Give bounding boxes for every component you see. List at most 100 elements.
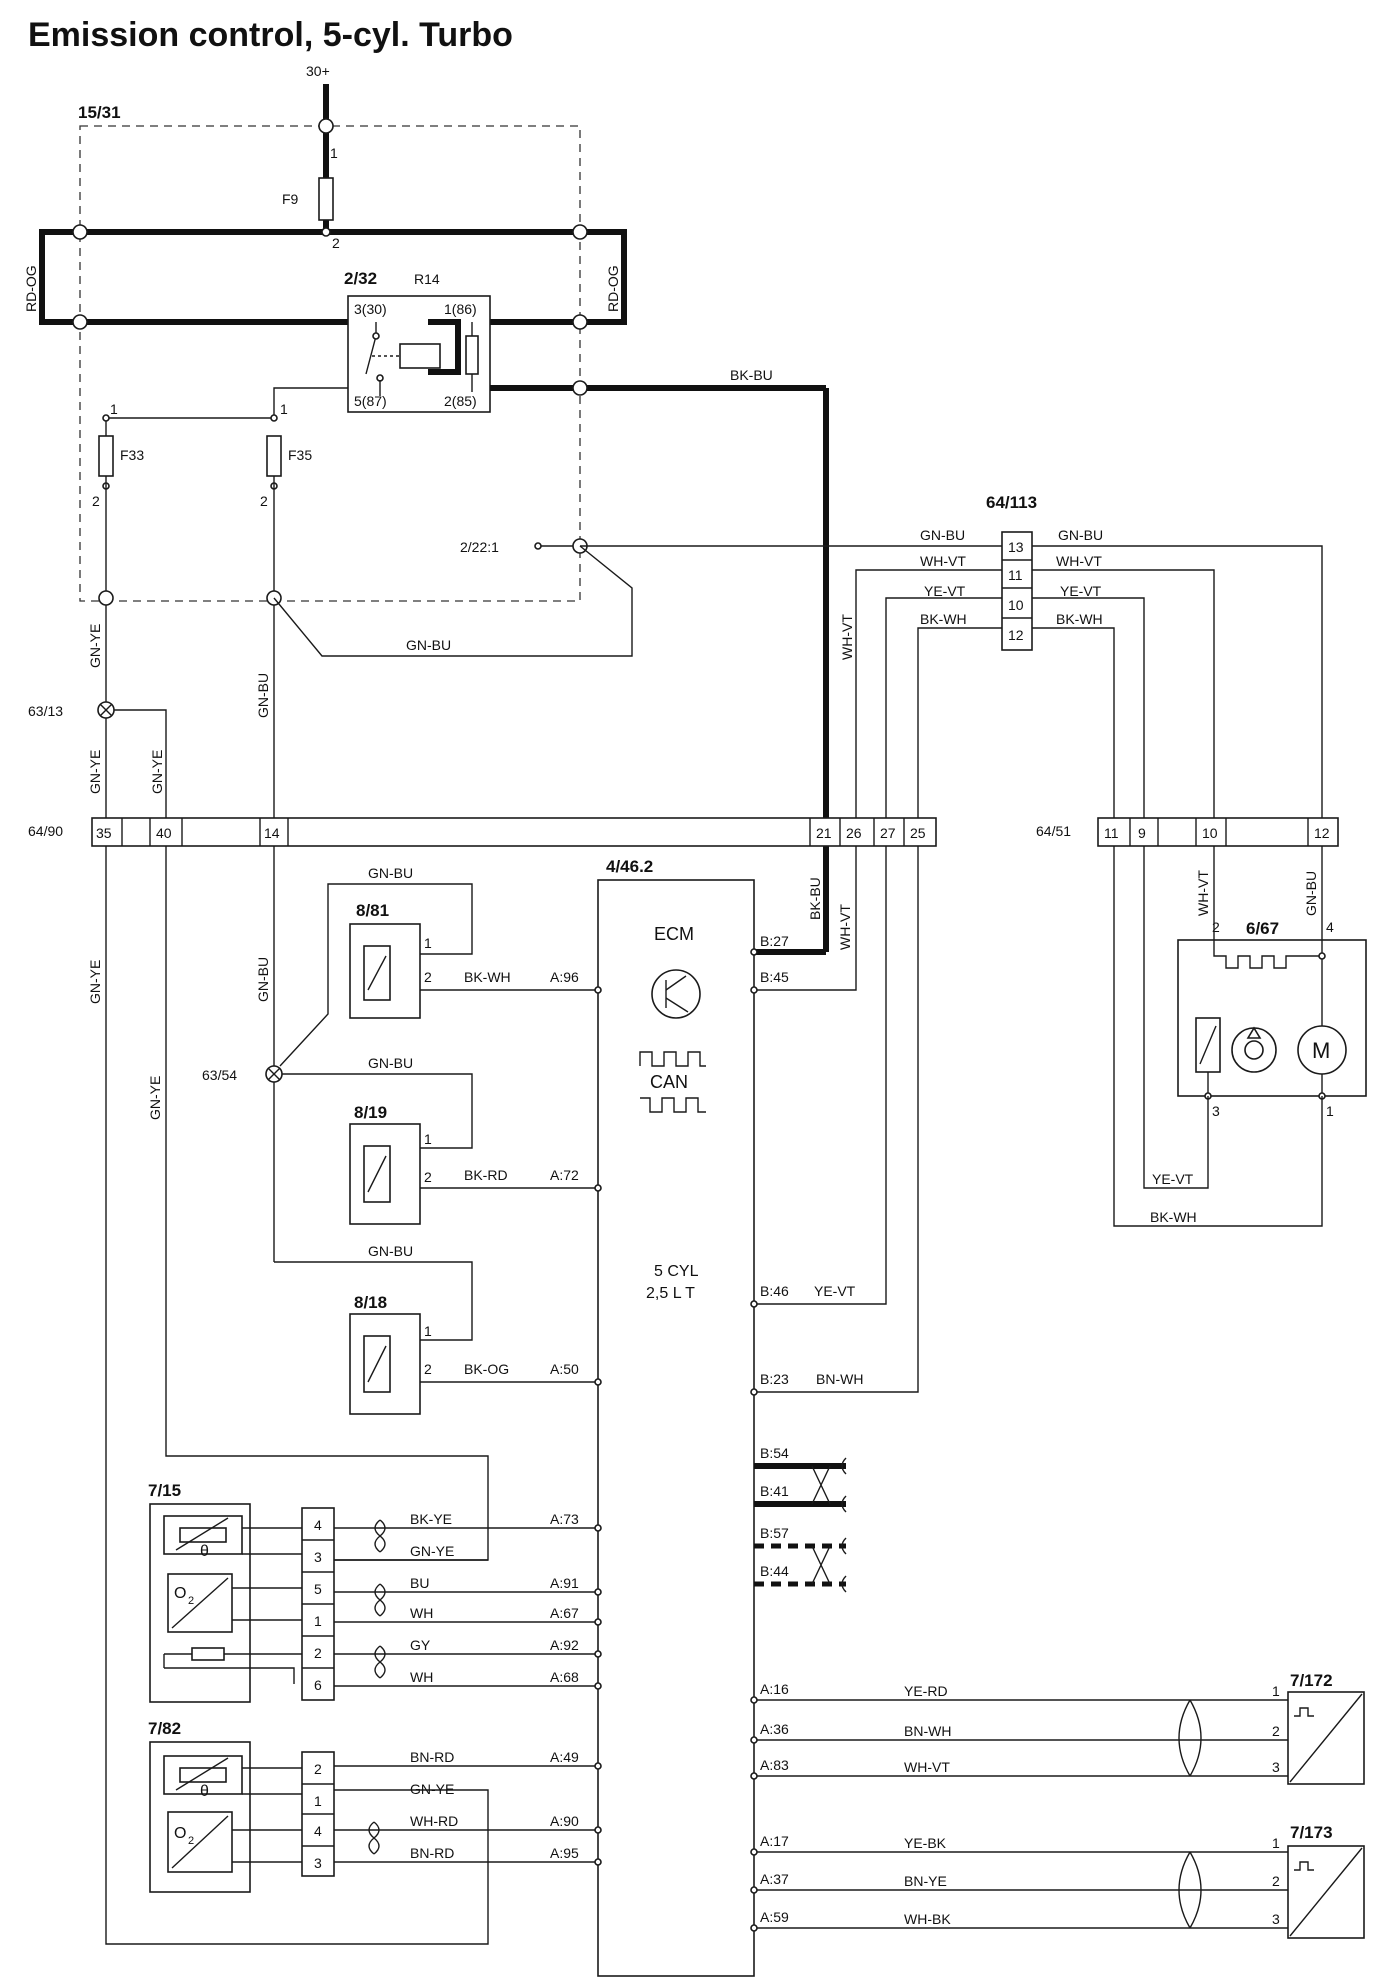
engine-spec-line1: 5 CYL [654,1263,699,1280]
pin-label: 40 [156,825,172,841]
wire-label: GY [410,1637,431,1653]
ecm-pin-label: A:96 [550,969,579,985]
splice-mark [267,1067,281,1081]
twisted-triple-mark [1178,1851,1202,1929]
pin-label: 10 [1008,597,1024,613]
wire-label: GN-BU [406,637,451,653]
relay-87-wire [273,387,348,420]
ecm-pin-label: B:41 [760,1483,789,1499]
gn-bu-wire [274,1261,473,1341]
pin-label: 2 [1212,919,1220,935]
ecm-pin-stubs [594,948,758,1932]
supply-label: 30+ [306,63,330,79]
wire-label: GN-BU [1303,871,1319,916]
wire-label: WH-VT [839,614,855,660]
relay-pin-label: 3(30) [354,301,387,317]
wire-label: GN-YE [410,1781,454,1797]
ecm-pin-label: A:67 [550,1605,579,1621]
ecm-id: 4/46.2 [606,857,653,876]
fuse-f33 [98,435,114,477]
wire-label: YE-BK [904,1835,947,1851]
injector-coil-mark [367,1155,387,1193]
bn-wh-wire [754,846,919,1393]
pin-label: 13 [1008,539,1024,555]
fuse-pin-label: 1 [110,401,118,417]
twisted-pair-mark [811,1465,831,1505]
pin-label: 1 [314,1613,322,1629]
sensor-diagonal [1289,1693,1363,1783]
o2-symbol: O [174,1825,186,1842]
pulse-icon [1294,1861,1314,1871]
connector-64-51-label: 64/51 [1036,823,1071,839]
pin-label: 11 [1104,825,1119,841]
bk-wh-wire [917,627,1002,818]
pin-label: 1 [424,935,432,951]
wire-label: BK-YE [410,1511,452,1527]
fuse-f9-label: F9 [282,191,299,207]
splice-mark [99,703,113,717]
ecm-pin-label: A:36 [760,1721,789,1737]
ecm-4-46-2 [597,879,755,1977]
pin-label: 2 [424,969,432,985]
ecm-pin-label: A:92 [550,1637,579,1653]
relay-pin-label: 2(85) [444,393,477,409]
pin-label: 4 [314,1823,322,1839]
relay-coil-feed [428,319,461,375]
thermistor-arrow [175,1517,229,1551]
gn-ye-wire [165,846,489,1561]
bk-wh-wire [1032,627,1115,818]
injector-id: 8/81 [356,901,389,920]
ecm-pin-label: A:95 [550,1845,579,1861]
gn-bu-wire [282,1073,473,1149]
pin-label: 2 [424,1169,432,1185]
fuse-pin-label: 2 [260,493,268,509]
connector-node [270,414,278,422]
twisted-pair-mark [368,1821,380,1855]
wire-label: WH-VT [1195,870,1211,916]
pin-label: 5 [314,1581,322,1597]
wire-label: GN-YE [147,1076,163,1120]
motor-label: M [1312,1038,1330,1063]
wire-label: GN-BU [920,527,965,543]
pin-label: 4 [314,1517,322,1533]
wire-label: GN-BU [255,957,271,1002]
ecm-pin-label: A:91 [550,1575,579,1591]
ground-point-label: 2/22:1 [460,539,499,555]
pin-label: 26 [846,825,862,841]
heater-lead [164,1667,295,1684]
sensor-id: 7/82 [148,1719,181,1738]
relay-pin-label: 5(87) [354,393,387,409]
pin-label: 4 [1326,919,1334,935]
pump-sensor-arrow [1246,1026,1262,1039]
ecm-pin-label: B:45 [760,969,789,985]
ecm-pin-label: B:23 [760,1371,789,1387]
ecm-pin-label: A:17 [760,1833,789,1849]
pin-label: 12 [1008,627,1024,643]
relay-diode [465,335,479,375]
fuse-f35-label: F35 [288,447,312,463]
ecm-pin-label: A:59 [760,1909,789,1925]
ecm-pin-label: A:72 [550,1167,579,1183]
o2-symbol: O [174,1585,186,1602]
ye-vt-wire [1143,846,1209,1189]
sensor-id: 7/15 [148,1481,181,1500]
connector-64-113 [1001,531,1033,651]
pin-label: 1 [1326,1103,1334,1119]
ecm-pin-label: A:49 [550,1749,579,1765]
connector-64-90-pins [121,818,905,846]
wire-label: YE-VT [814,1283,856,1299]
pin-label: 3 [314,1549,322,1565]
connector-node [1318,952,1326,960]
wh-vt-wire [855,569,1002,818]
wh-vt-wire [754,846,857,991]
theta-symbol: θ [200,1783,209,1800]
fuse-pin-label: 2 [92,493,100,509]
pin-label: 1 [1272,1835,1280,1851]
connector-node [102,414,110,422]
wire-label: BK-RD [464,1167,508,1183]
power-distribution-box [79,125,581,602]
can-label: CAN [650,1072,688,1092]
ecm-pin-label: A:50 [550,1361,579,1377]
gn-ye-wire [114,709,167,820]
wire-label: GN-YE [410,1543,454,1559]
